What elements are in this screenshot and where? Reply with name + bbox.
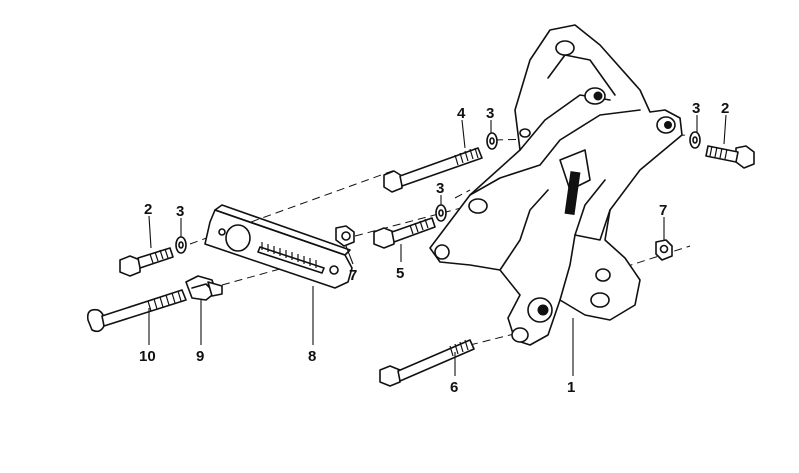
callout-7-left: 7 [349, 267, 357, 284]
callout-3-middle: 3 [436, 180, 444, 197]
callout-7-right: 7 [659, 202, 667, 219]
long-bolt-4 [383, 147, 483, 193]
carriage-bolt-10 [86, 289, 187, 333]
callout-3-left: 3 [176, 203, 184, 220]
callout-9: 9 [196, 348, 204, 365]
callout-2-left: 2 [144, 201, 152, 218]
callout-6: 6 [450, 379, 458, 396]
washers-3 [175, 131, 701, 254]
medium-bolt-5 [373, 217, 436, 249]
callout-8: 8 [308, 348, 316, 365]
tension-strap [204, 204, 353, 289]
adjusting-nut-9 [185, 275, 223, 301]
callout-4: 4 [457, 105, 466, 122]
callout-3-right: 3 [692, 100, 700, 117]
callout-5: 5 [396, 265, 404, 282]
callout-labels: 1 2 2 3 3 3 3 4 5 6 7 7 8 9 10 [139, 100, 729, 396]
bolt-2-left [119, 247, 174, 277]
mounting-bracket [429, 24, 683, 346]
callout-10: 10 [139, 348, 156, 365]
nuts-7 [335, 225, 673, 261]
callout-2-right: 2 [721, 100, 729, 117]
leader-lines [148, 114, 727, 376]
bolt-2-right [705, 145, 755, 169]
long-bolt-6 [379, 339, 475, 387]
callout-3-upper: 3 [486, 105, 494, 122]
callout-1: 1 [567, 379, 575, 396]
